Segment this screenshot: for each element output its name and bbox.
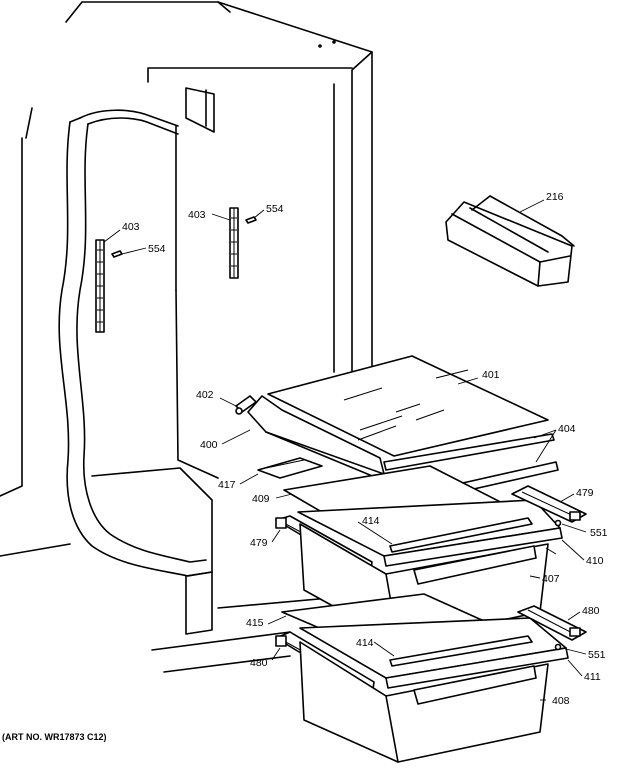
shelf-frame-400 [235,395,385,481]
lower-pan-frame-411 [299,617,569,689]
label-479-right: 479 [576,487,594,499]
label-414-lower: 414 [356,637,374,649]
label-411: 411 [584,671,601,683]
liner-breaker-strip [58,109,213,635]
slide-rail-480-right [517,605,587,641]
upper-pan-frame-410 [297,499,563,567]
label-407: 407 [542,573,560,585]
label-408: 408 [552,695,570,707]
label-551-lower: 551 [588,649,606,661]
art-number: (ART NO. WR17873 C12) [2,732,107,742]
label-403-right: 403 [188,209,206,221]
cabinet-shell [0,1,373,673]
label-400: 400 [200,439,218,451]
part-labels: 216 403 554 403 554 401 402 400 404 417 … [2,191,608,742]
label-417: 417 [218,479,236,491]
shelf-support-right [229,207,257,279]
label-404: 404 [558,423,576,435]
label-409: 409 [252,493,270,505]
label-414-upper: 414 [362,515,380,527]
shelf-support-left [95,239,123,333]
label-403-left: 403 [122,221,140,233]
dairy-bin-216 [445,195,575,287]
label-415: 415 [246,617,264,629]
label-480-left: 480 [250,657,268,669]
label-554-right: 554 [266,203,284,215]
label-480-right: 480 [582,605,600,617]
label-554-left: 554 [148,243,166,255]
label-216: 216 [546,191,564,203]
slide-rail-479-right [511,485,587,523]
crisper-pan-408 [299,641,562,763]
label-401: 401 [482,369,500,381]
label-402: 402 [196,389,214,401]
glass-shelf-401 [267,355,549,457]
label-479-left: 479 [250,537,268,549]
shelf-rail-417 [257,457,323,479]
label-551-upper: 551 [590,527,608,539]
leader-lines [103,199,587,701]
label-410: 410 [586,555,604,567]
